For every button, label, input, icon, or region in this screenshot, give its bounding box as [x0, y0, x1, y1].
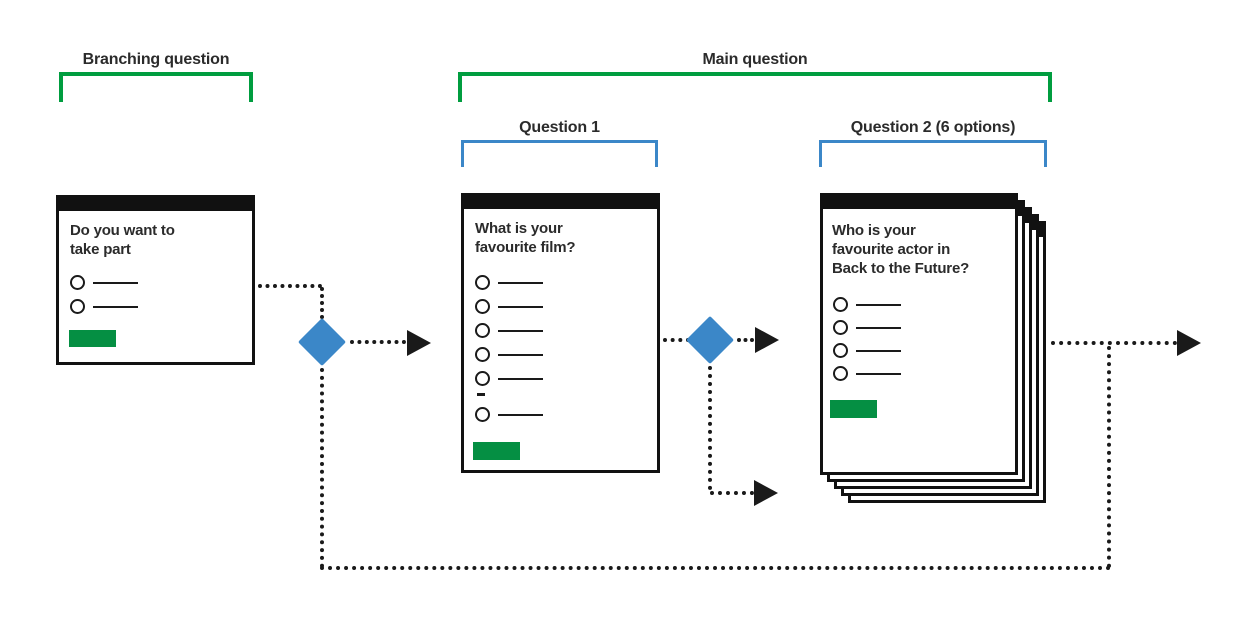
- option-label-placeholder: [498, 281, 543, 284]
- arrowhead-to-question1-icon: [407, 330, 431, 356]
- option-label-placeholder: [856, 326, 901, 329]
- radio-icon: [70, 299, 85, 314]
- radio-icon: [833, 320, 848, 335]
- connector-q1-out: [663, 338, 690, 342]
- radio-icon: [833, 366, 848, 381]
- question2-title: Who is your favourite actor in Back to t…: [832, 222, 970, 277]
- radio-icon: [475, 275, 490, 290]
- decision-diamond-2: [685, 315, 735, 365]
- question2-bracket: [819, 140, 1047, 167]
- question1-title: What is your favourite film?: [475, 220, 576, 256]
- connector-diamond1-to-q1: [350, 340, 406, 344]
- radio-icon: [475, 407, 490, 422]
- option-label-placeholder: [498, 329, 543, 332]
- radio-icon: [833, 343, 848, 358]
- radio-option-row: [475, 299, 543, 314]
- radio-option-row: [475, 323, 543, 338]
- radio-option-row: [833, 366, 901, 381]
- question1-label: Question 1: [519, 119, 600, 136]
- question2-label: Question 2 (6 options): [850, 119, 1016, 136]
- question2-option-list: [833, 297, 901, 389]
- option-label-placeholder: [93, 281, 138, 284]
- radio-option-row: [475, 407, 543, 422]
- radio-option-row: [70, 299, 138, 314]
- window-titlebar: [823, 196, 1015, 209]
- radio-icon: [475, 371, 490, 386]
- arrowhead-branch-icon: [754, 480, 778, 506]
- radio-option-row: [833, 297, 901, 312]
- window-titlebar: [464, 196, 657, 209]
- radio-icon: [70, 275, 85, 290]
- question1-option-list-upper: [475, 275, 543, 395]
- branching-question-bracket: [59, 72, 253, 102]
- connector-diamond2-to-q2: [737, 338, 754, 342]
- connector-skip-bottom: [320, 566, 1111, 570]
- main-question-label: Main question: [702, 51, 808, 68]
- question2-card: Who is your favourite actor in Back to t…: [820, 193, 1018, 475]
- connector-exit: [1051, 341, 1177, 345]
- option-label-placeholder: [856, 349, 901, 352]
- branching-question-label: Branching question: [82, 51, 230, 68]
- submit-button: [830, 400, 877, 418]
- submit-button: [473, 442, 520, 460]
- radio-option-row: [475, 347, 543, 362]
- submit-button: [69, 330, 116, 347]
- arrowhead-exit-icon: [1177, 330, 1201, 356]
- branching-option-list: [70, 275, 138, 323]
- window-titlebar: [59, 198, 252, 211]
- connector-skip-up: [1107, 346, 1111, 568]
- radio-icon: [833, 297, 848, 312]
- decision-diamond-1: [297, 317, 347, 367]
- connector-skip-down: [320, 368, 324, 568]
- question1-option-list-lower: [475, 407, 543, 431]
- radio-icon: [475, 347, 490, 362]
- arrowhead-to-question2-icon: [755, 327, 779, 353]
- radio-option-row: [475, 275, 543, 290]
- connector-card1-out: [258, 284, 322, 288]
- options-gap-dash: [477, 393, 485, 396]
- option-label-placeholder: [93, 305, 138, 308]
- main-question-bracket: [458, 72, 1052, 102]
- branching-question-title: Do you want to take part: [70, 222, 175, 258]
- connector-into-diamond1: [320, 287, 324, 319]
- question1-card: What is your favourite film?: [461, 193, 660, 473]
- option-label-placeholder: [498, 305, 543, 308]
- option-label-placeholder: [856, 372, 901, 375]
- radio-option-row: [833, 343, 901, 358]
- radio-option-row: [70, 275, 138, 290]
- option-label-placeholder: [498, 353, 543, 356]
- option-label-placeholder: [498, 413, 543, 416]
- branching-question-card: Do you want to take part: [56, 195, 255, 365]
- option-label-placeholder: [498, 377, 543, 380]
- radio-icon: [475, 323, 490, 338]
- radio-option-row: [475, 371, 543, 386]
- option-label-placeholder: [856, 303, 901, 306]
- connector-diamond2-down: [708, 366, 712, 490]
- radio-option-row: [833, 320, 901, 335]
- question1-bracket: [461, 140, 658, 167]
- connector-diamond2-branch: [710, 491, 754, 495]
- radio-icon: [475, 299, 490, 314]
